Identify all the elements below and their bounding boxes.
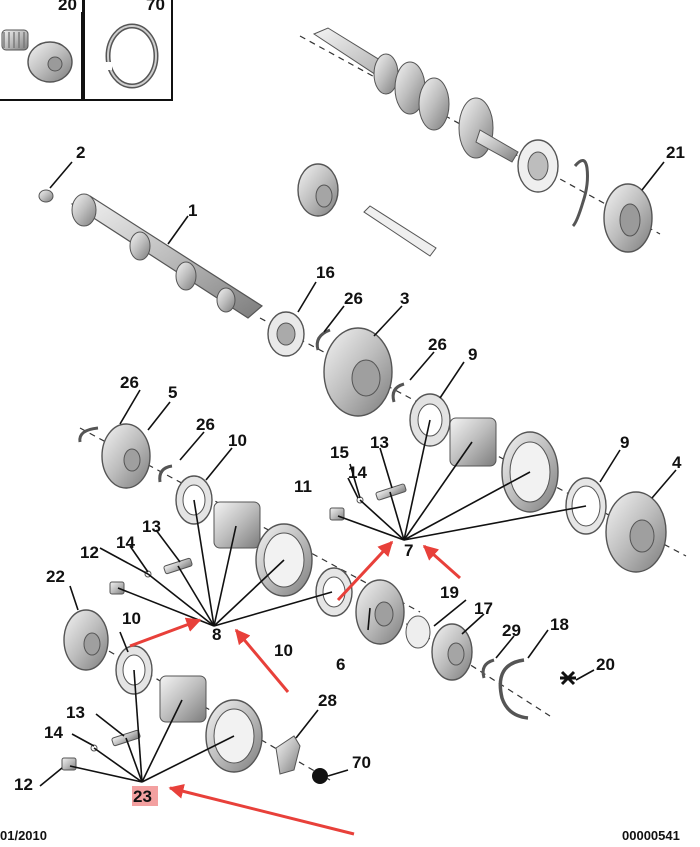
part-label-3: 3: [400, 289, 409, 308]
part-label-29: 29: [502, 621, 521, 640]
part-label-15: 15: [330, 443, 349, 462]
parts-cluster-middle: [259, 311, 471, 447]
part-label-5: 5: [168, 383, 177, 402]
part-label-26-d: 26: [196, 415, 215, 434]
snap-ring-icon: [102, 23, 159, 89]
input-shaft: [38, 189, 264, 319]
part-label-12-a: 12: [80, 543, 99, 562]
part-label-17: 17: [474, 599, 493, 618]
part-label-11: 11: [294, 477, 312, 496]
part-label-7: 7: [404, 541, 413, 560]
part-label-20: 20: [596, 655, 615, 674]
legend-box-70: 70: [83, 0, 173, 101]
part-label-26-a: 26: [344, 289, 363, 308]
part-label-22: 22: [46, 567, 65, 586]
highlight-box-23: [132, 786, 158, 806]
footer-date: 01/2010: [0, 828, 47, 843]
part-label-12-b: 12: [14, 775, 33, 794]
part-labels: 2 1 16 26 3 26 9 21 26 5 26 10 15 13 14 …: [14, 143, 685, 806]
part-label-1: 1: [188, 201, 197, 220]
bolt-icon: [1, 29, 73, 83]
part-label-70: 70: [352, 753, 371, 772]
part-label-10-c: 10: [274, 641, 293, 660]
part-label-23: 23: [133, 787, 152, 806]
part-label-9-a: 9: [468, 345, 477, 364]
highlight-arrows: [129, 540, 461, 836]
part-label-10-a: 10: [228, 431, 247, 450]
part-label-18: 18: [550, 615, 569, 634]
part-label-21: 21: [666, 143, 685, 162]
part-label-16: 16: [316, 263, 335, 282]
legend-box-20: 20: [0, 0, 83, 101]
part-label-19: 19: [440, 583, 459, 602]
part-label-26-b: 26: [428, 335, 447, 354]
part-label-14-b: 14: [116, 533, 135, 552]
part-label-13-c: 13: [66, 703, 85, 722]
small-gear-and-pin: [297, 163, 437, 257]
legend-label-70: 70: [146, 0, 165, 14]
footer-reference: 00000541: [622, 828, 680, 843]
part-label-10-b: 10: [122, 609, 141, 628]
part-label-14-a: 14: [348, 463, 367, 482]
part-label-8: 8: [212, 625, 221, 644]
part-label-26-c: 26: [120, 373, 139, 392]
parts-cluster-bottom: [61, 609, 331, 784]
part-label-6: 6: [336, 655, 345, 674]
parts-cluster-lower-right: [355, 579, 576, 720]
part-label-14-c: 14: [44, 723, 63, 742]
part-label-28: 28: [318, 691, 337, 710]
part-label-13-a: 13: [370, 433, 389, 452]
part-label-2: 2: [76, 143, 85, 162]
part-label-13-b: 13: [142, 517, 161, 536]
part-label-9-b: 9: [620, 433, 629, 452]
output-shaft-assembly: [299, 27, 661, 253]
legend-label-20: 20: [58, 0, 77, 14]
leader-lines: [39, 161, 677, 787]
part-label-4: 4: [672, 453, 682, 472]
